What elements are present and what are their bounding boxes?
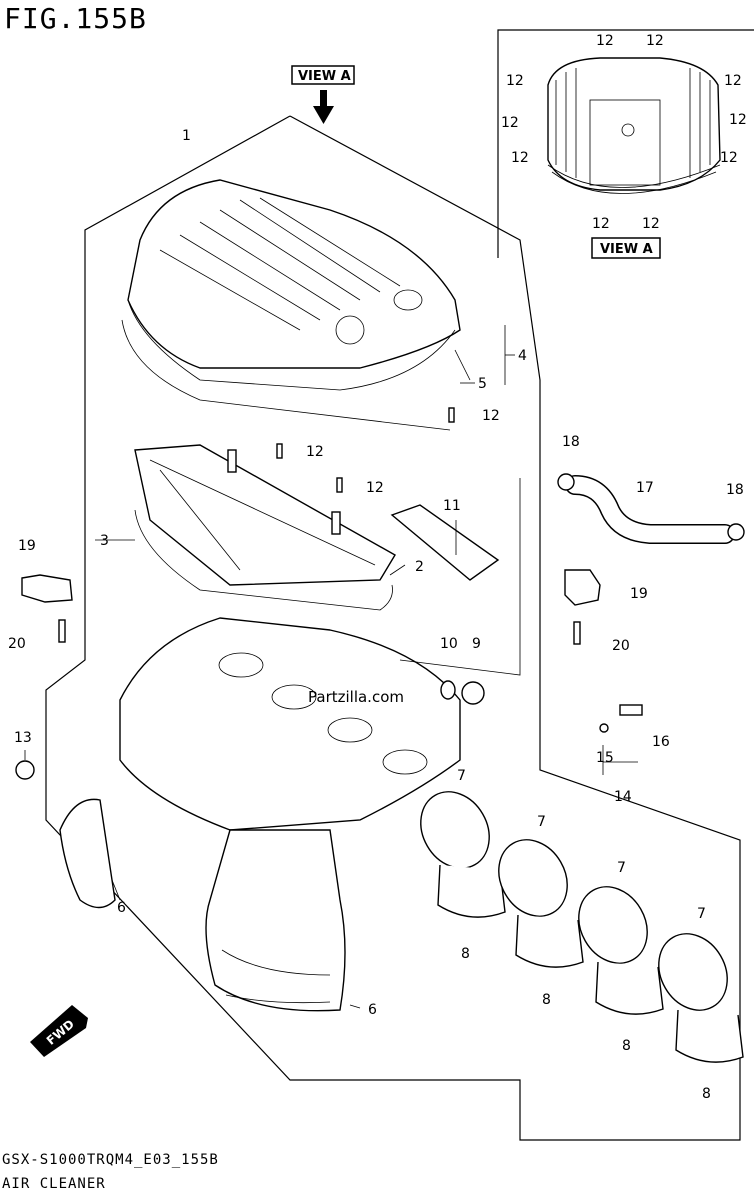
grommet-13 <box>15 760 35 780</box>
callout-17: 17 <box>636 480 654 496</box>
inset-callout-4: 12 <box>724 73 742 89</box>
view-a-label: VIEW A <box>298 69 351 84</box>
callout-5: 5 <box>478 376 487 392</box>
view-a-indicator: VIEW A <box>291 65 355 124</box>
inset-callout-8: 12 <box>720 150 738 166</box>
drain-plug <box>440 680 485 705</box>
figure-title: FIG.155B <box>4 2 147 35</box>
filter-element <box>134 444 396 611</box>
foam-strip <box>390 504 500 581</box>
callout-7a: 7 <box>457 768 466 784</box>
bolts <box>276 407 455 493</box>
inset-callout-3: 12 <box>506 73 524 89</box>
callout-7d: 7 <box>697 906 706 922</box>
callout-8a: 8 <box>461 946 470 962</box>
callout-19b: 19 <box>630 586 648 602</box>
callout-7c: 7 <box>617 860 626 876</box>
callout-18b: 18 <box>726 482 744 498</box>
callout-13: 13 <box>14 730 32 746</box>
callout-12b: 12 <box>306 444 324 460</box>
inset-callout-7: 12 <box>511 150 529 166</box>
callout-8c: 8 <box>622 1038 631 1054</box>
assembly-boundary <box>45 115 741 1141</box>
callout-2: 2 <box>415 559 424 575</box>
callout-3: 3 <box>100 533 109 549</box>
fwd-arrow: FWD <box>30 1005 88 1057</box>
callout-14: 14 <box>614 789 632 805</box>
breather-hose <box>557 473 745 544</box>
callout-16: 16 <box>652 734 670 750</box>
inset-callout-9: 12 <box>592 216 610 232</box>
inset-callout-10: 12 <box>642 216 660 232</box>
inset-callout-1: 12 <box>596 33 614 49</box>
funnel-2 <box>498 839 584 968</box>
callout-12c: 12 <box>366 480 384 496</box>
view-a-inset: VIEW A 12 12 12 12 12 12 12 12 12 12 <box>497 29 754 259</box>
footer-name: AIR CLEANER <box>2 1176 106 1192</box>
callout-8b: 8 <box>542 992 551 1008</box>
watermark: Partzilla.com <box>308 688 404 706</box>
callout-12a: 12 <box>482 408 500 424</box>
fitting-15-16 <box>599 704 643 733</box>
callout-8d: 8 <box>702 1086 711 1102</box>
inset-callout-6: 12 <box>729 112 747 128</box>
inset-view-label: VIEW A <box>600 242 653 257</box>
callout-15: 15 <box>596 750 614 766</box>
callout-9: 9 <box>472 636 481 652</box>
inset-callout-5: 12 <box>501 115 519 131</box>
air-cleaner-case <box>59 617 461 1012</box>
callout-1: 1 <box>182 128 191 144</box>
callouts: 1 2 3 4 5 6 6 7 7 7 7 8 8 8 8 9 10 11 12… <box>8 128 744 1102</box>
sensors <box>21 569 601 645</box>
funnel-4 <box>658 933 744 1063</box>
callout-19a: 19 <box>18 538 36 554</box>
callout-10: 10 <box>440 636 458 652</box>
callout-6b: 6 <box>368 1002 377 1018</box>
callout-20b: 20 <box>612 638 630 654</box>
footer-code: GSX-S1000TRQM4_E03_155B <box>2 1152 219 1168</box>
air-cleaner-cap <box>121 179 471 431</box>
callout-18a: 18 <box>562 434 580 450</box>
callout-11: 11 <box>443 498 461 514</box>
funnel-1 <box>420 791 506 918</box>
inset-callout-2: 12 <box>646 33 664 49</box>
callout-7b: 7 <box>537 814 546 830</box>
callout-4: 4 <box>518 348 527 364</box>
callout-20a: 20 <box>8 636 26 652</box>
callout-6a: 6 <box>117 900 126 916</box>
funnel-3 <box>578 886 664 1015</box>
leader-lines <box>24 325 638 1009</box>
intake-funnels <box>420 791 744 1063</box>
